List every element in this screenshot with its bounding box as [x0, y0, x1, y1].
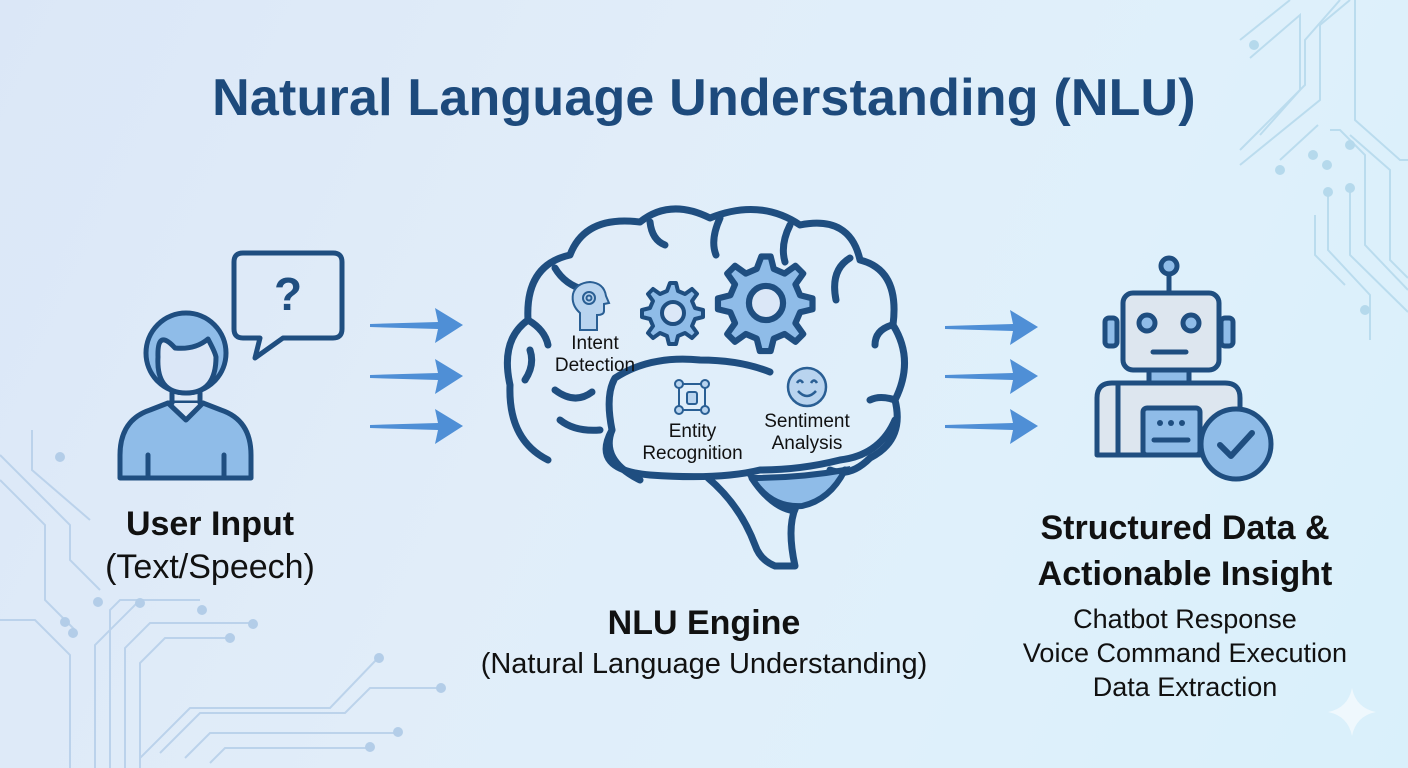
output-item: Chatbot Response: [1073, 604, 1297, 634]
gear-icon: [714, 253, 816, 355]
sparkle-icon: [1328, 688, 1376, 736]
arrow-icon: [370, 409, 463, 444]
arrow-icon: [945, 310, 1038, 345]
intent-detection-label: Intent Detection: [545, 333, 645, 377]
user-input-subtitle: (Text/Speech): [105, 548, 315, 586]
sentiment-analysis-label: Sentiment Analysis: [752, 411, 862, 455]
entity-graph-icon: [674, 379, 710, 415]
output-item: Voice Command Execution: [1022, 638, 1348, 668]
nlu-engine-subtitle: (Natural Language Understanding): [480, 648, 928, 680]
output-title-line2: Actionable Insight: [1037, 555, 1333, 593]
page-title: Natural Language Understanding (NLU): [212, 69, 1196, 127]
head-gear-icon: [571, 280, 611, 331]
output-title-line1: Structured Data &: [1040, 509, 1330, 547]
arrow-icon: [370, 308, 463, 343]
entity-recognition-label: Entity Recognition: [630, 421, 755, 465]
intent-label-line1: Intent: [571, 333, 619, 354]
sentiment-label-line1: Sentiment: [764, 411, 850, 432]
output-items-list: Chatbot Response Voice Command Execution…: [995, 602, 1375, 704]
nlu-engine-title: NLU Engine: [607, 604, 801, 642]
arrow-icon: [370, 359, 463, 394]
smiley-icon: [786, 366, 828, 408]
entity-label-line2: Recognition: [642, 443, 743, 464]
output-item: Data Extraction: [1092, 672, 1278, 702]
gear-icon: [640, 281, 705, 346]
user-input-title: User Input: [125, 505, 295, 543]
arrow-icon: [945, 359, 1038, 394]
entity-label-line1: Entity: [668, 421, 717, 442]
sentiment-label-line2: Analysis: [771, 433, 843, 454]
arrow-icon: [945, 409, 1038, 444]
intent-label-line2: Detection: [554, 355, 636, 376]
question-mark: ?: [274, 268, 302, 320]
output-title: Structured Data & Actionable Insight: [995, 505, 1375, 597]
